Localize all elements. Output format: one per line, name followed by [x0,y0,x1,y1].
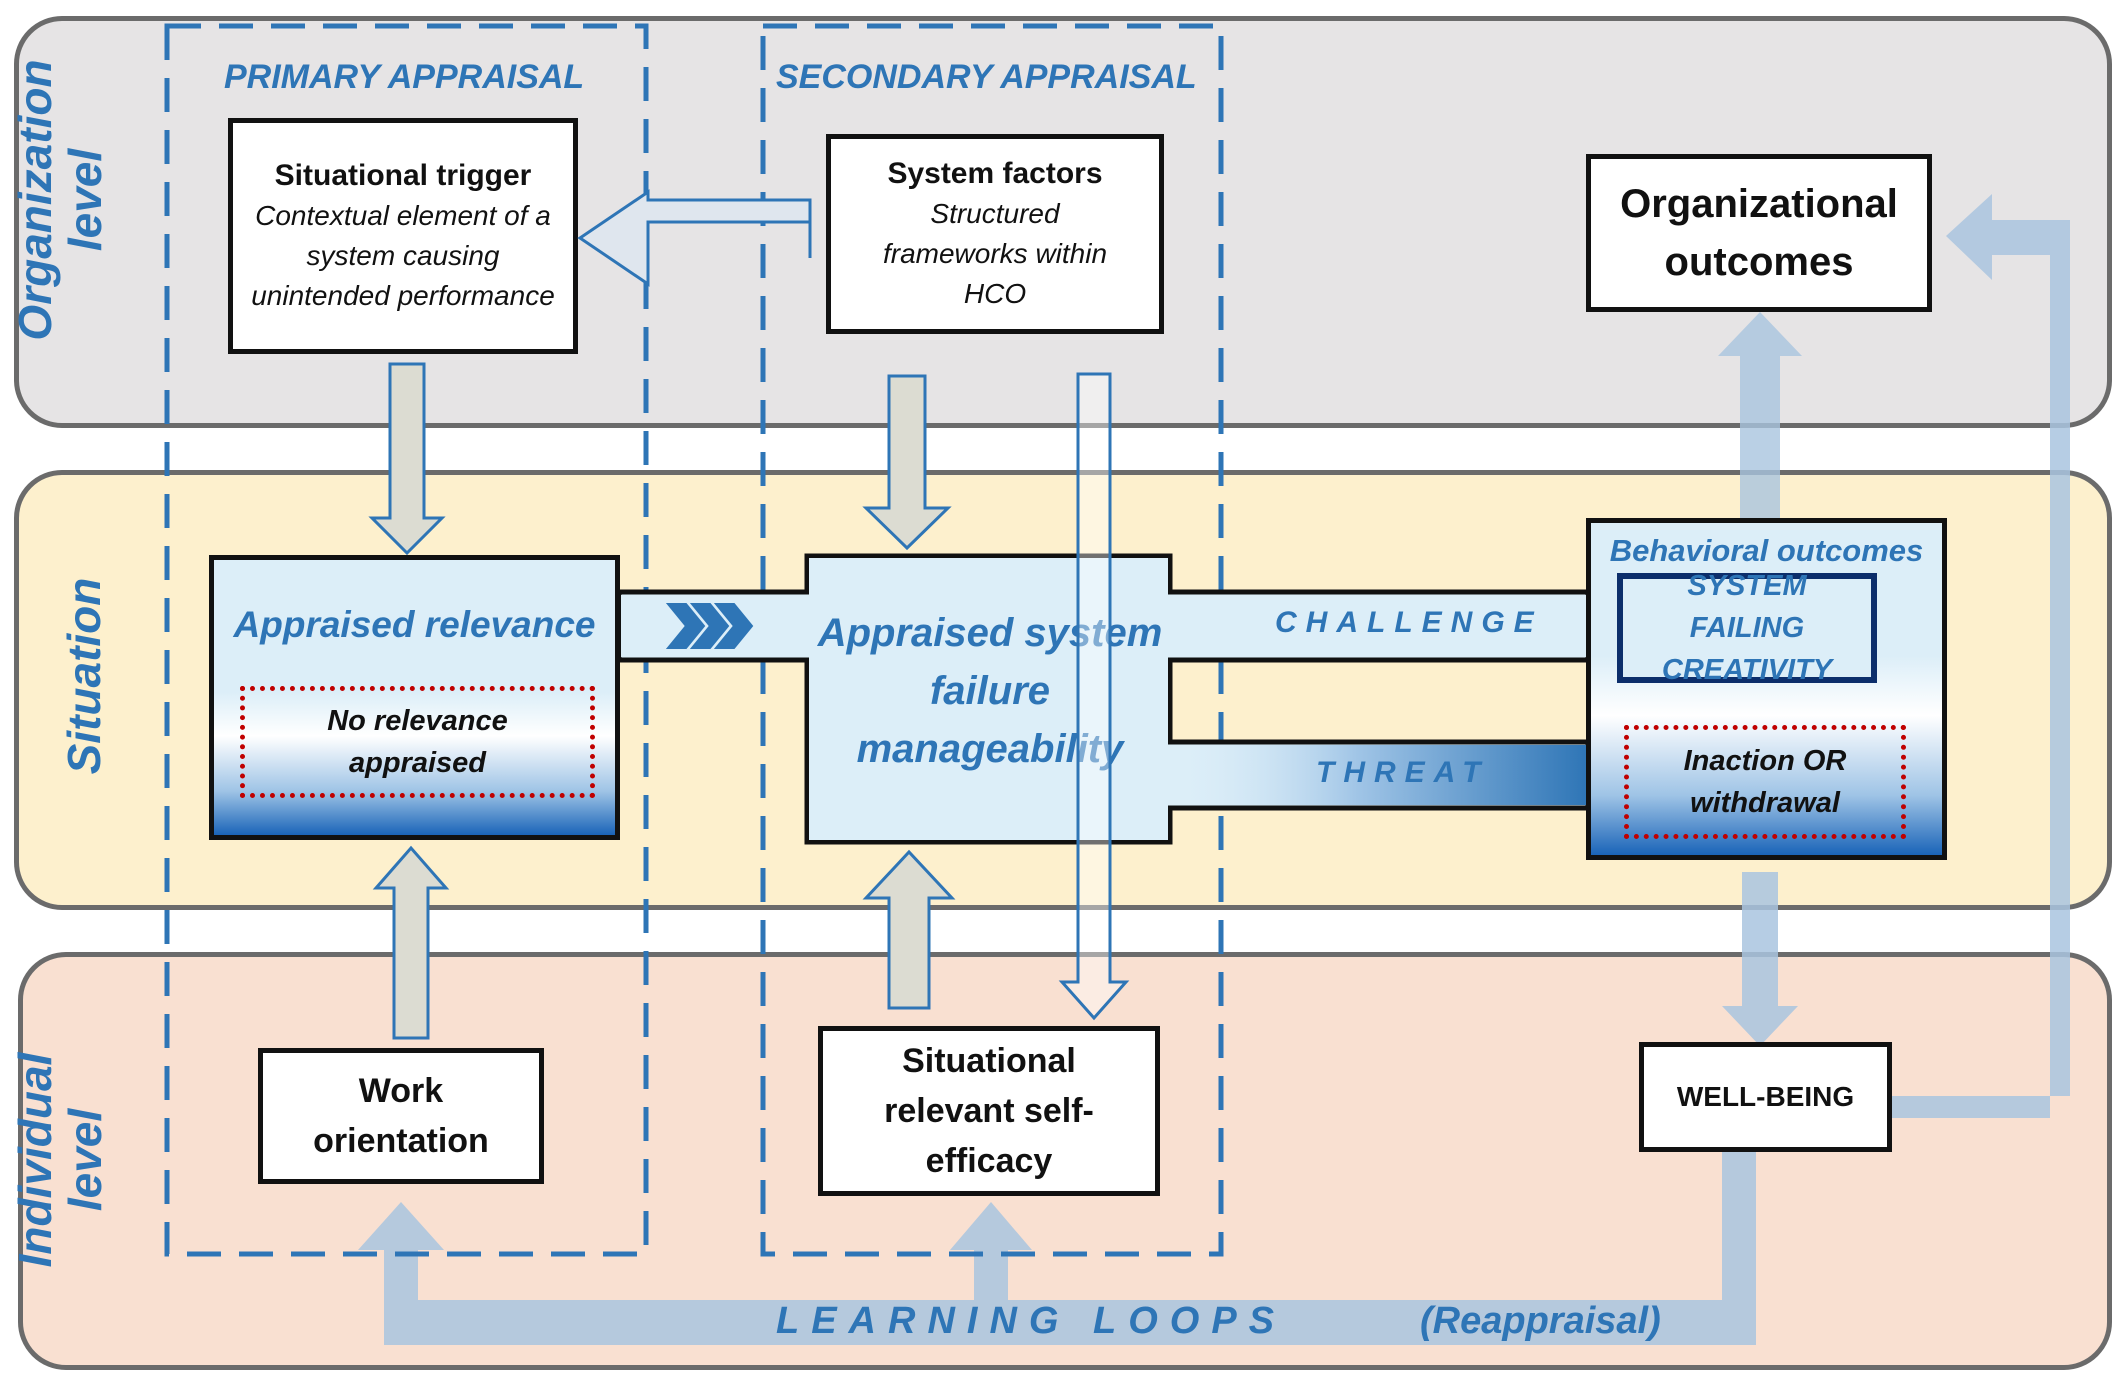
system-factors-description: Structured frameworks within HCO [882,198,1108,309]
behavioral-outcomes-title: Behavioral outcomes [1609,533,1924,568]
challenge-path-fill [1172,595,1588,657]
reappraisal-label: (Reappraisal) [1420,1300,1661,1342]
no-relevance-label: No relevance appraised [327,705,508,779]
wellbeing-to-org-outcomes-arrow [1892,194,2070,1118]
situational-trigger-title: Situational trigger [274,159,532,192]
behavior-to-org-outcomes-arrow [1718,312,1802,518]
self-efficacy-box: Situational relevant self-efficacy [818,1026,1160,1196]
chevrons-icon [665,603,754,649]
work-orientation-to-relevance-arrow [372,845,450,1040]
threat-label: THREAT [1316,756,1490,789]
inaction-withdrawal-label: Inaction OR withdrawal [1683,745,1847,819]
system-failing-creativity-box: SYSTEM FAILING CREATIVITY [1617,570,1877,686]
challenge-label: CHALLENGE [1275,606,1543,639]
learning-loop-arrow [358,1150,1756,1345]
system-failing-creativity-label: SYSTEM FAILING CREATIVITY [1661,570,1833,686]
self-efficacy-to-manageability-arrow [862,849,956,1010]
threat-path-fill [1172,745,1588,805]
primary-appraisal-heading: PRIMARY APPRAISAL [224,58,585,96]
secondary-appraisal-heading: SECONDARY APPRAISAL [776,58,1197,96]
well-being-title: WELL-BEING [1676,1081,1855,1112]
trigger-to-relevance-arrow [368,362,446,556]
inaction-withdrawal-box: Inaction OR withdrawal [1624,725,1906,839]
self-efficacy-title: Situational relevant self-efficacy [884,1042,1094,1180]
work-orientation-title: Work orientation [313,1072,489,1160]
situational-trigger-description: Contextual element of a system causing u… [251,200,555,311]
system-factors-to-trigger-arrow [577,189,812,287]
behavior-to-wellbeing-arrow [1722,872,1798,1046]
manageability-title: Appraised system failure manageability [817,611,1163,771]
appraised-relevance-title: Appraised relevance [233,604,596,645]
situational-trigger-box: Situational trigger Contextual element o… [228,118,578,354]
well-being-box: WELL-BEING [1639,1042,1892,1152]
organizational-outcomes-box: Organizational outcomes [1586,154,1932,312]
learning-loop-branch-arrow [950,1202,1032,1300]
system-factors-title: System factors [887,157,1103,190]
appraised-relevance-box: Appraised relevance [209,555,620,840]
work-orientation-box: Work orientation [258,1048,544,1184]
system-factors-to-self-efficacy-arrow [1058,372,1130,1021]
hub-fill [809,558,1168,840]
no-relevance-box: No relevance appraised [240,686,595,798]
system-factors-to-manageability-arrow [862,374,952,551]
learning-loops-label: LEARNING LOOPS [776,1300,1287,1342]
organizational-outcomes-title: Organizational outcomes [1620,182,1898,284]
system-factors-to-trigger-outline-icon [582,194,810,282]
system-factors-box: System factors Structured frameworks wit… [826,134,1164,334]
